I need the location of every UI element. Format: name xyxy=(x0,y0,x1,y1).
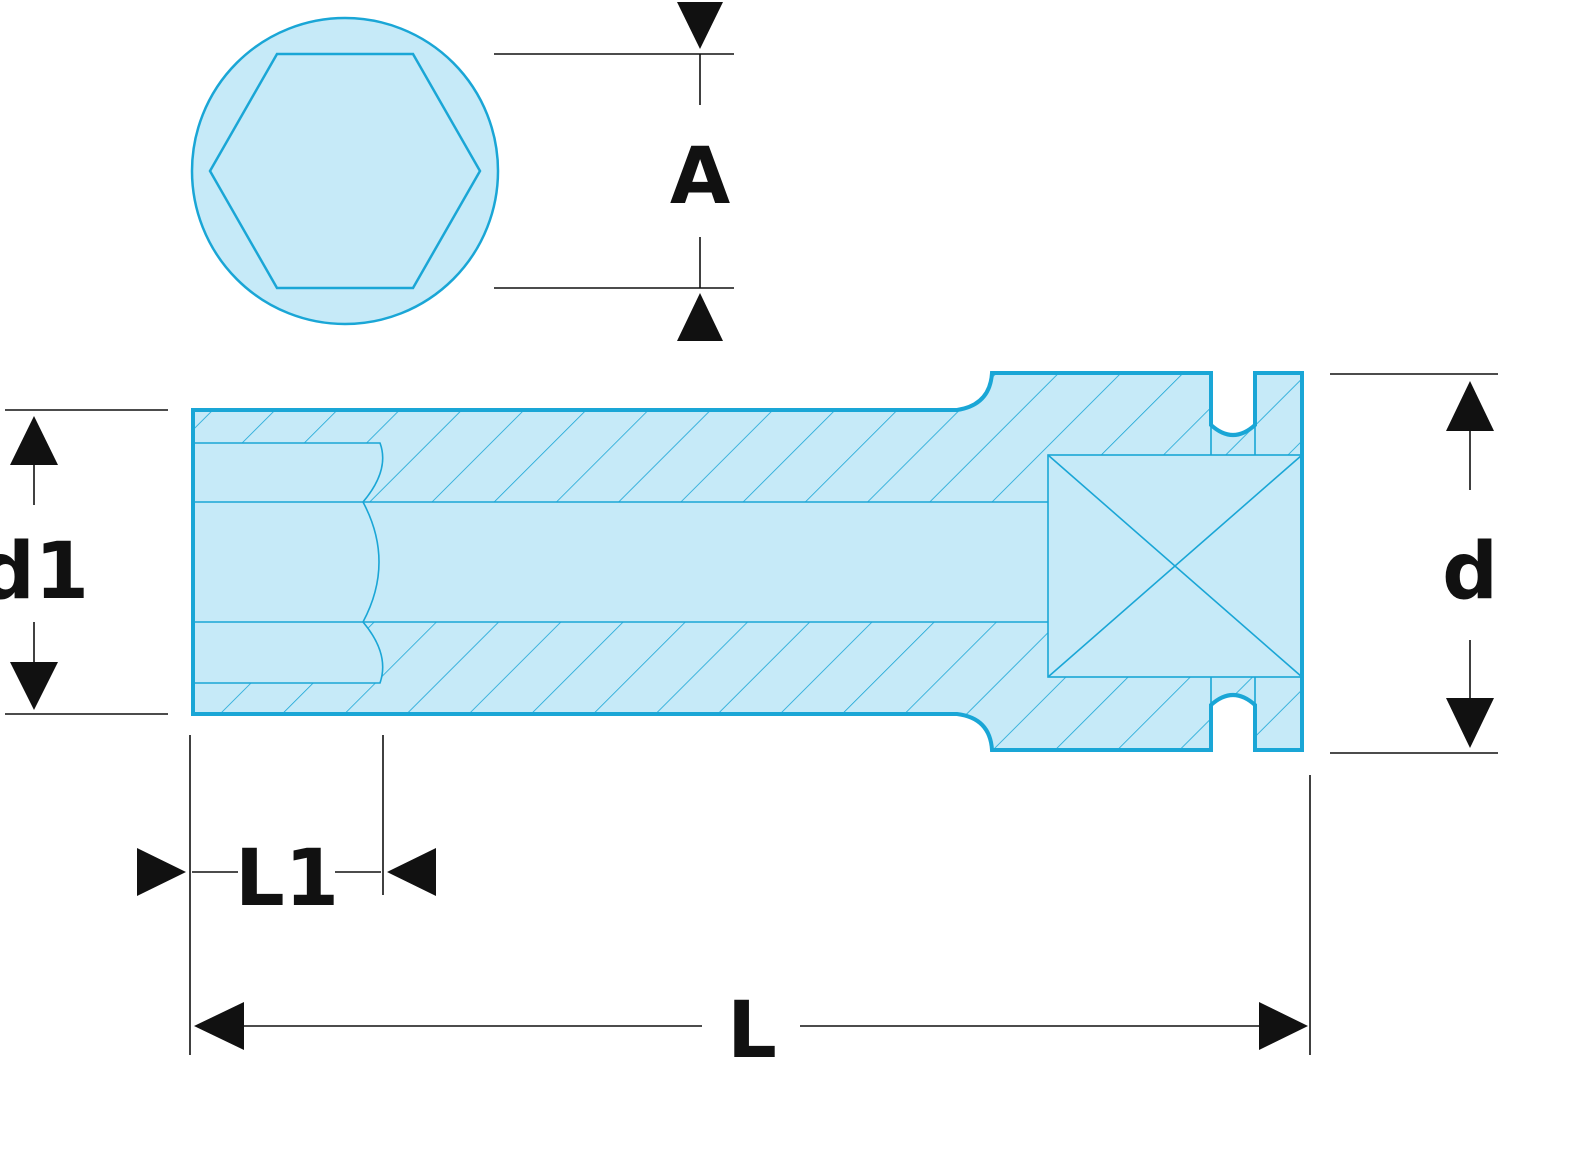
dimension-label-l: L xyxy=(727,986,777,1076)
end-view xyxy=(190,16,500,326)
arrow-up-icon xyxy=(677,293,723,341)
through-bore xyxy=(193,502,1048,622)
dimension-d: d xyxy=(1330,373,1498,754)
arrow-right-icon xyxy=(137,848,186,896)
arrow-right-icon xyxy=(1259,1002,1308,1050)
dimension-label-l1: L1 xyxy=(235,834,339,924)
dimension-d1: d1 xyxy=(0,409,168,715)
hexagon-opening xyxy=(208,52,482,290)
arrow-down-icon xyxy=(10,662,58,710)
dimension-label-d1: d1 xyxy=(0,527,89,617)
dimension-l: L xyxy=(194,775,1311,1076)
arrow-left-icon xyxy=(387,848,436,896)
arrow-left-icon xyxy=(194,1002,244,1050)
hex-bore xyxy=(193,443,383,502)
side-section-view xyxy=(191,371,1304,752)
dimension-l1: L1 xyxy=(137,735,436,1055)
arrow-up-icon xyxy=(10,416,58,465)
dimension-a: A xyxy=(494,2,734,341)
dimension-label-d: d xyxy=(1442,527,1498,617)
dimension-label-a: A xyxy=(670,132,730,222)
arrow-up-icon xyxy=(1446,381,1494,431)
arrow-down-icon xyxy=(677,2,723,49)
arrow-down-icon xyxy=(1446,698,1494,748)
